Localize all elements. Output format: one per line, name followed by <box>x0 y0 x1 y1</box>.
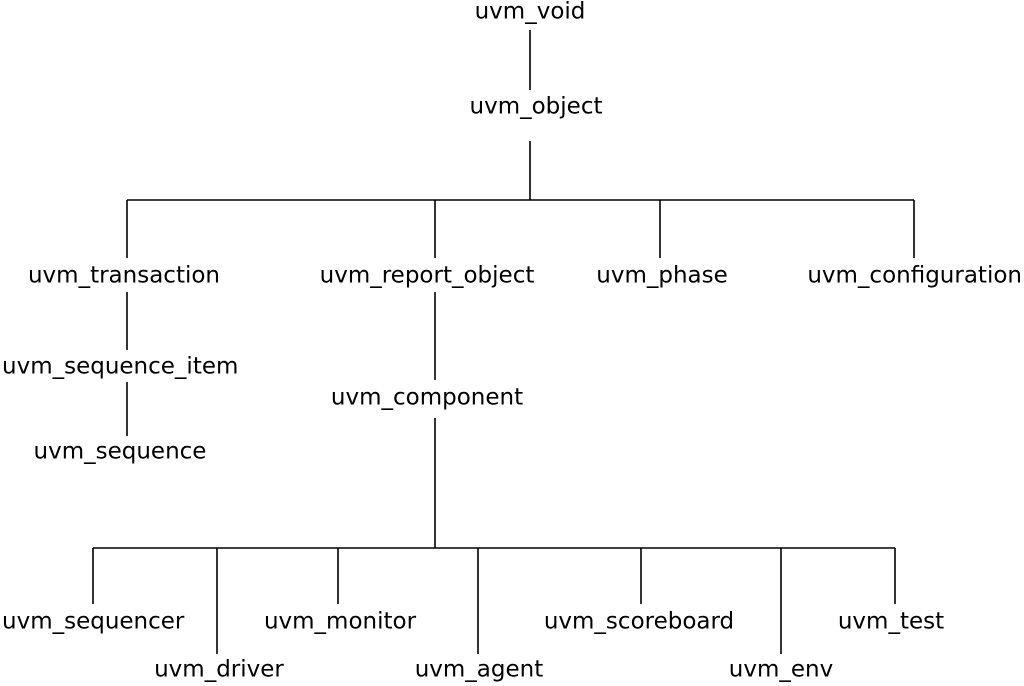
connector-lines <box>92 30 915 654</box>
node-uvm-scoreboard: uvm_scoreboard <box>544 609 734 635</box>
node-uvm-test: uvm_test <box>838 609 944 635</box>
node-uvm-driver: uvm_driver <box>154 657 284 683</box>
node-uvm-sequence-item: uvm_sequence_item <box>2 354 238 380</box>
node-uvm-object: uvm_object <box>470 94 603 120</box>
node-uvm-component: uvm_component <box>331 385 523 411</box>
node-uvm-transaction: uvm_transaction <box>28 263 220 289</box>
node-uvm-void: uvm_void <box>475 0 586 25</box>
node-uvm-report-object: uvm_report_object <box>320 263 535 289</box>
node-uvm-configuration: uvm_configuration <box>807 263 1022 289</box>
node-uvm-monitor: uvm_monitor <box>264 609 417 635</box>
node-uvm-phase: uvm_phase <box>596 263 728 289</box>
node-uvm-agent: uvm_agent <box>415 657 544 683</box>
node-uvm-sequencer: uvm_sequencer <box>2 609 185 635</box>
node-uvm-sequence: uvm_sequence <box>34 439 207 465</box>
node-uvm-env: uvm_env <box>729 657 833 683</box>
